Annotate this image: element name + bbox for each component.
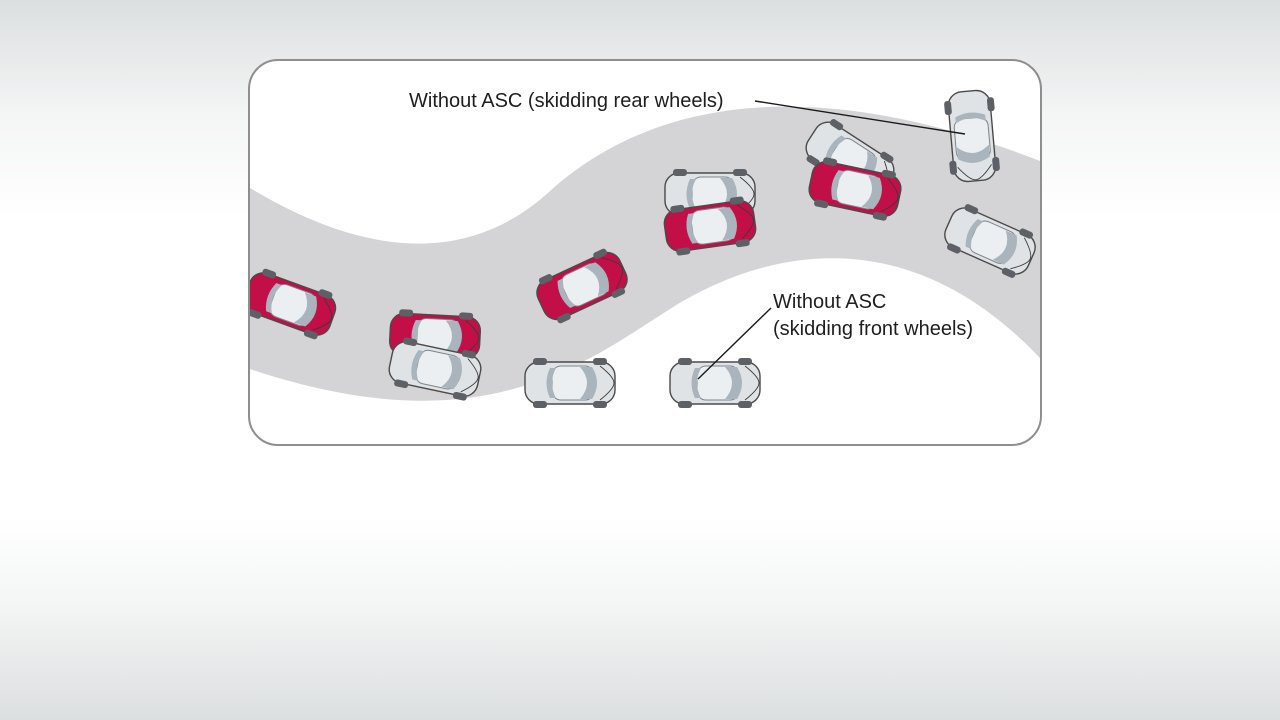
- silver-car: [669, 357, 761, 409]
- silver-car: [524, 357, 616, 409]
- label-front-line2: (skidding front wheels): [773, 318, 974, 340]
- diagram-panel: Without ASC (skidding rear wheels) Witho…: [248, 59, 1042, 446]
- leader-line-front: [697, 307, 772, 380]
- label-front-line1: Without ASC: [773, 291, 887, 313]
- silver-car: [942, 88, 1002, 184]
- label-skidding-rear-wheels: Without ASC (skidding rear wheels): [409, 90, 724, 112]
- road-scene: [250, 88, 1040, 409]
- curved-road: [250, 106, 1040, 401]
- leader-line-rear: [754, 100, 966, 135]
- label-skidding-front-wheels: Without ASC (skidding front wheels): [773, 289, 973, 343]
